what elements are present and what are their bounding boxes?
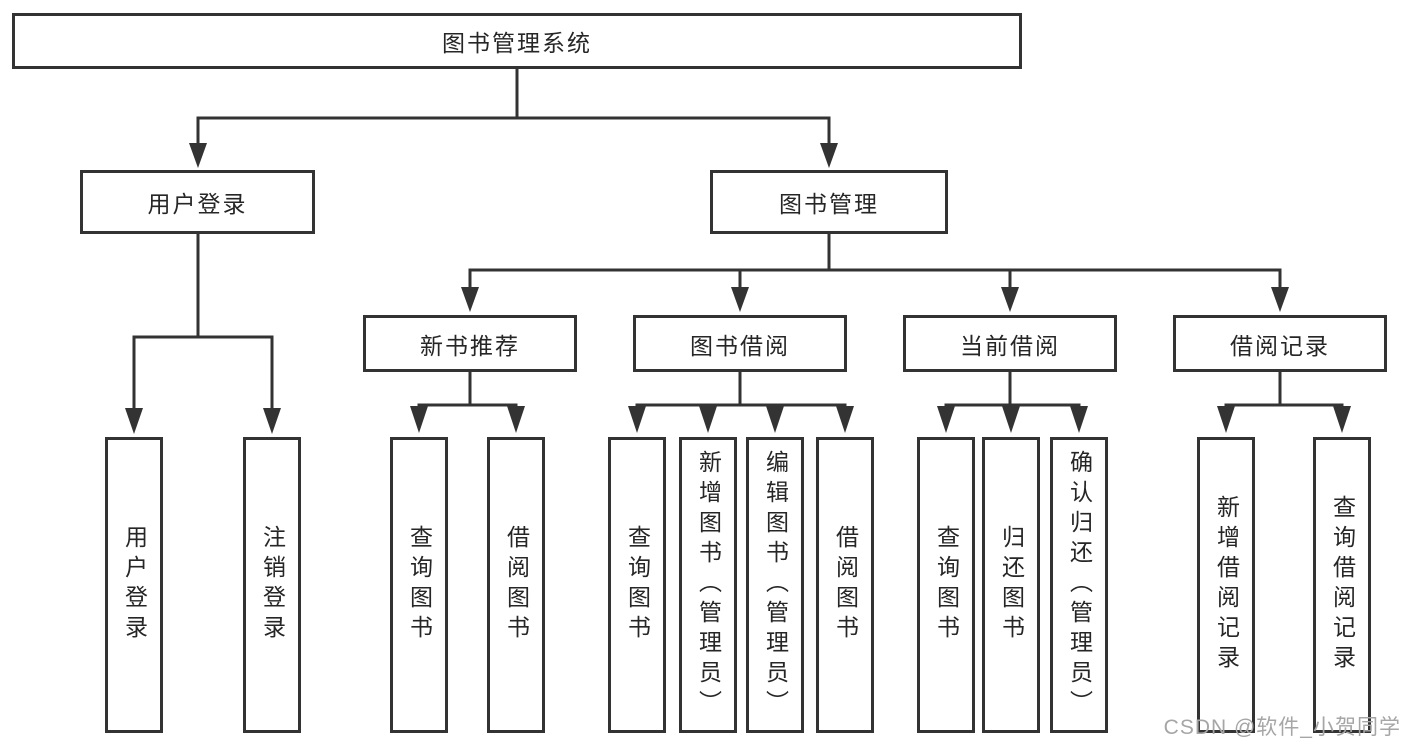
connector-book-borrow-split — [628, 370, 854, 433]
node-user-login-leaf: 用户登录 — [105, 437, 163, 733]
connector-user-login-split — [125, 232, 281, 434]
arrowhead-down-icon — [263, 408, 281, 434]
arrowhead-down-icon — [1070, 406, 1088, 433]
node-new-book-recommend: 新书推荐 — [363, 315, 577, 372]
arrowhead-down-icon — [699, 406, 717, 433]
node-label: 新增图书（管理员） — [695, 450, 722, 720]
node-query-borrow-record: 查询借阅记录 — [1313, 437, 1371, 733]
arrowhead-down-icon — [820, 143, 838, 168]
node-add-borrow-record: 新增借阅记录 — [1197, 437, 1255, 733]
node-label: 注销登录 — [259, 525, 286, 645]
arrowhead-down-icon — [1002, 406, 1020, 433]
arrowhead-down-icon — [766, 406, 784, 433]
node-label: 新增借阅记录 — [1213, 495, 1240, 675]
node-label: 借阅记录 — [1230, 332, 1330, 359]
node-label: 编辑图书（管理员） — [762, 450, 789, 720]
node-label: 借阅图书 — [832, 525, 859, 645]
arrowhead-down-icon — [731, 287, 749, 312]
node-query-books-recommend: 查询图书 — [390, 437, 448, 733]
arrowhead-down-icon — [1333, 406, 1351, 433]
node-label: 归还图书 — [998, 525, 1025, 645]
node-confirm-return-admin: 确认归还（管理员） — [1050, 437, 1108, 733]
arrowhead-down-icon — [1001, 287, 1019, 312]
connector-new-book-recommend-split — [410, 370, 525, 433]
arrowhead-down-icon — [125, 408, 143, 434]
arrowhead-down-icon — [507, 406, 525, 433]
connector-book-management-split — [461, 232, 1289, 312]
node-label: 查询借阅记录 — [1329, 495, 1356, 675]
arrowhead-down-icon — [628, 406, 646, 433]
node-current-borrow: 当前借阅 — [903, 315, 1117, 372]
node-root-label: 图书管理系统 — [442, 30, 592, 56]
node-borrow-records: 借阅记录 — [1173, 315, 1387, 372]
watermark: CSDN @软件_小贺同学 — [1163, 716, 1401, 739]
node-borrow-books-leaf: 借阅图书 — [816, 437, 874, 733]
arrowhead-down-icon — [189, 143, 207, 168]
node-user-login-branch: 用户登录 — [80, 170, 315, 234]
arrowhead-down-icon — [1217, 406, 1235, 433]
node-book-borrow: 图书借阅 — [633, 315, 847, 372]
node-label: 查询图书 — [933, 525, 960, 645]
arrowhead-down-icon — [937, 406, 955, 433]
arrowhead-down-icon — [461, 287, 479, 312]
node-root: 图书管理系统 — [12, 13, 1022, 69]
node-label: 用户登录 — [147, 191, 248, 217]
node-label: 图书借阅 — [690, 332, 790, 359]
node-edit-book-admin: 编辑图书（管理员） — [746, 437, 804, 733]
connector-root-split — [189, 67, 838, 168]
node-logout-leaf: 注销登录 — [243, 437, 301, 733]
node-query-books-borrow: 查询图书 — [608, 437, 666, 733]
arrowhead-down-icon — [836, 406, 854, 433]
arrowhead-down-icon — [1271, 287, 1289, 312]
node-borrow-books-recommend: 借阅图书 — [487, 437, 545, 733]
node-book-management-branch: 图书管理 — [710, 170, 948, 234]
node-add-book-admin: 新增图书（管理员） — [679, 437, 737, 733]
node-label: 新书推荐 — [420, 332, 520, 359]
node-label: 借阅图书 — [503, 525, 530, 645]
arrowhead-down-icon — [410, 406, 428, 433]
node-query-books-current: 查询图书 — [917, 437, 975, 733]
connector-borrow-records-split — [1217, 370, 1351, 433]
node-label: 查询图书 — [406, 525, 433, 645]
connector-current-borrow-split — [937, 370, 1088, 433]
node-label: 确认归还（管理员） — [1066, 450, 1093, 720]
node-label: 查询图书 — [624, 525, 651, 645]
node-label: 用户登录 — [121, 525, 148, 645]
node-label: 图书管理 — [779, 191, 879, 217]
node-label: 当前借阅 — [960, 332, 1060, 359]
node-return-book: 归还图书 — [982, 437, 1040, 733]
